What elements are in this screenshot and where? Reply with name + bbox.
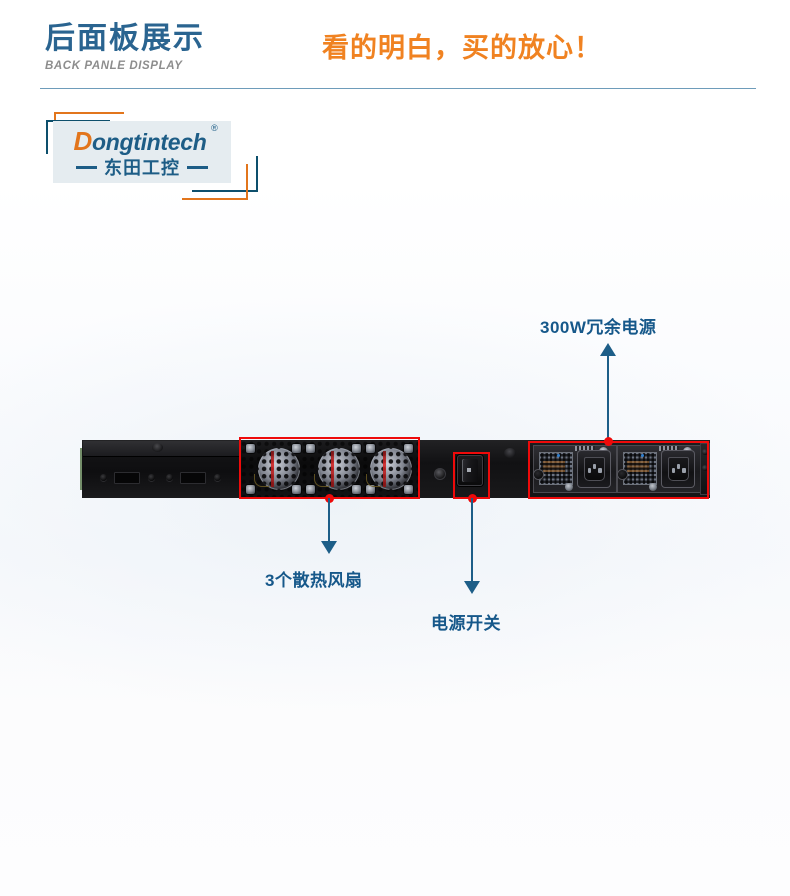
cooling-fan bbox=[314, 448, 360, 490]
fan-blade bbox=[271, 451, 274, 487]
fan-screw-icon bbox=[306, 485, 315, 494]
callout-arrow-line-fans bbox=[328, 498, 330, 542]
psu-vent-grille bbox=[539, 452, 573, 485]
io-slot bbox=[180, 472, 206, 484]
callout-anchor-dot-psu bbox=[603, 437, 613, 446]
psu-handle bbox=[661, 450, 695, 488]
logo-name-cn: 东田工控 bbox=[104, 157, 180, 178]
fan-wire bbox=[314, 474, 329, 487]
knockout-hole bbox=[166, 474, 173, 481]
fan-blade bbox=[331, 451, 334, 487]
knockout-hole bbox=[148, 474, 155, 481]
callout-arrow-head-fans bbox=[321, 541, 337, 554]
bracket-hole bbox=[702, 449, 708, 455]
iec-power-socket bbox=[668, 457, 689, 481]
fan-screw-icon bbox=[306, 444, 315, 453]
psu-status-led bbox=[641, 454, 644, 457]
callout-arrow-head-power-switch bbox=[464, 581, 480, 594]
page-title: 后面板展示 bbox=[45, 22, 205, 55]
psu-vent-grille bbox=[623, 452, 657, 485]
page-subtitle: BACK PANLE DISPLAY bbox=[45, 59, 183, 72]
psu-top-vent bbox=[659, 446, 679, 451]
psu-release-knob bbox=[618, 470, 627, 479]
power-switch bbox=[457, 455, 483, 486]
thumbscrew-icon bbox=[504, 448, 516, 458]
fan-blade bbox=[383, 451, 386, 487]
logo-wordmark: Dongtintech ® bbox=[73, 123, 217, 156]
header-divider bbox=[40, 88, 756, 89]
chassis-left-edge bbox=[80, 448, 82, 490]
psu-side-bracket bbox=[700, 443, 710, 495]
logo-dash-left-icon bbox=[76, 166, 97, 169]
header-title-block: 后面板展示 BACK PANLE DISPLAY bbox=[45, 22, 205, 72]
fan-guard-icon bbox=[318, 448, 360, 490]
power-switch-section bbox=[420, 440, 530, 498]
psu-handle bbox=[577, 450, 611, 488]
logo-dash-right-icon bbox=[187, 166, 208, 169]
corner-bracket-bottom-right-orange bbox=[182, 164, 248, 200]
callout-arrow-head-psu bbox=[600, 343, 616, 356]
psu-status-led bbox=[557, 454, 560, 457]
iec-power-socket bbox=[584, 457, 605, 481]
cooling-fan bbox=[254, 448, 300, 490]
psu-vent-amber-band bbox=[543, 461, 565, 472]
fan-screw-icon bbox=[246, 485, 255, 494]
promo-headline: 看的明白，买的放心！ bbox=[322, 33, 602, 63]
fan-wire bbox=[366, 474, 381, 487]
fan-module-section bbox=[240, 440, 420, 498]
thumbscrew-icon bbox=[152, 443, 163, 452]
callout-label-fans: 3个散热风扇 bbox=[265, 571, 363, 590]
logo-initial: D bbox=[73, 125, 92, 156]
psu-module bbox=[533, 445, 617, 493]
psu-screw-icon bbox=[649, 483, 657, 491]
psu-top-vent bbox=[575, 446, 595, 451]
registered-trademark-icon: ® bbox=[211, 122, 218, 133]
logo-chinese-row: 东田工控 bbox=[76, 159, 208, 177]
grounding-hole bbox=[434, 468, 446, 480]
redundant-psu-section bbox=[530, 440, 710, 498]
callout-label-power-switch: 电源开关 bbox=[431, 614, 501, 633]
callout-arrow-line-power-switch bbox=[471, 498, 473, 582]
fan-screw-icon bbox=[246, 444, 255, 453]
knockout-hole bbox=[100, 474, 107, 481]
callout-arrow-line-psu bbox=[607, 355, 609, 441]
psu-release-knob bbox=[534, 470, 543, 479]
logo-card: Dongtintech ® 东田工控 bbox=[53, 121, 231, 183]
rocker-toggle-icon bbox=[462, 459, 478, 482]
blank-io-section bbox=[82, 440, 240, 498]
logo-wordmark-rest: ongtintech bbox=[91, 128, 207, 155]
bracket-hole bbox=[702, 465, 708, 471]
psu-module bbox=[617, 445, 701, 493]
corner-bracket-bottom-right-blue bbox=[192, 156, 258, 192]
knockout-hole bbox=[214, 474, 221, 481]
cooling-fan bbox=[366, 448, 412, 490]
fan-wire bbox=[254, 474, 269, 487]
brand-logo-block: Dongtintech ® 东田工控 bbox=[46, 112, 261, 200]
product-rear-panel-image bbox=[80, 440, 710, 498]
psu-screw-icon bbox=[565, 483, 573, 491]
psu-vent-amber-band bbox=[627, 461, 649, 472]
callout-label-psu: 300W冗余电源 bbox=[540, 318, 657, 337]
page-header: 后面板展示 BACK PANLE DISPLAY 看的明白，买的放心！ bbox=[0, 0, 790, 92]
io-slot bbox=[114, 472, 140, 484]
